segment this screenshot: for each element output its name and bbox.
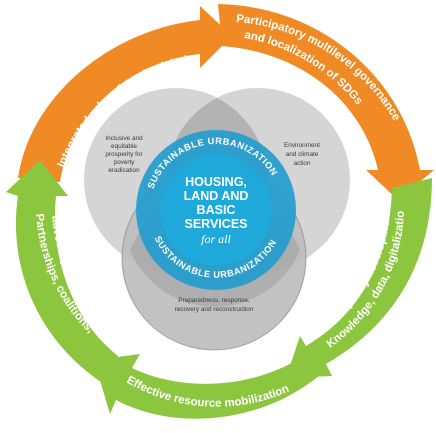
- arrow-knowledge-shape: [286, 178, 432, 378]
- circle-preparedness-label: Preparedness, response, recovery and rec…: [175, 297, 254, 313]
- svg-text:eradication: eradication: [108, 167, 140, 174]
- arrow-partnerships-shape: [6, 160, 118, 384]
- core-circle: [160, 154, 272, 266]
- svg-text:for all: for all: [201, 232, 231, 246]
- arrow-resource-shape: [94, 350, 328, 419]
- svg-text:poverty: poverty: [114, 159, 136, 166]
- svg-text:action: action: [293, 160, 310, 167]
- svg-text:Inclusive and: Inclusive and: [105, 135, 143, 142]
- svg-text:LAND AND: LAND AND: [184, 189, 249, 203]
- circle-prosperity-label: Inclusive and equitable prosperity for p…: [105, 135, 143, 174]
- svg-text:Environment: Environment: [284, 142, 320, 149]
- arrow-governance-shape: [218, 4, 434, 200]
- svg-text:recovery and reconstruction: recovery and reconstruction: [175, 306, 254, 313]
- core-label: HOUSING, LAND AND BASIC SERVICES for all: [184, 175, 249, 246]
- svg-text:prosperity for: prosperity for: [105, 151, 143, 158]
- svg-text:SERVICES: SERVICES: [185, 217, 248, 231]
- svg-text:and climate: and climate: [286, 151, 319, 158]
- svg-text:HOUSING,: HOUSING,: [185, 175, 247, 189]
- arrow-planning-shape: [18, 6, 232, 182]
- circle-environment-label: Environment and climate action: [284, 142, 320, 167]
- svg-text:BASIC: BASIC: [197, 203, 236, 217]
- svg-text:Preparedness, response,: Preparedness, response,: [178, 297, 250, 304]
- svg-text:equitable: equitable: [111, 143, 137, 150]
